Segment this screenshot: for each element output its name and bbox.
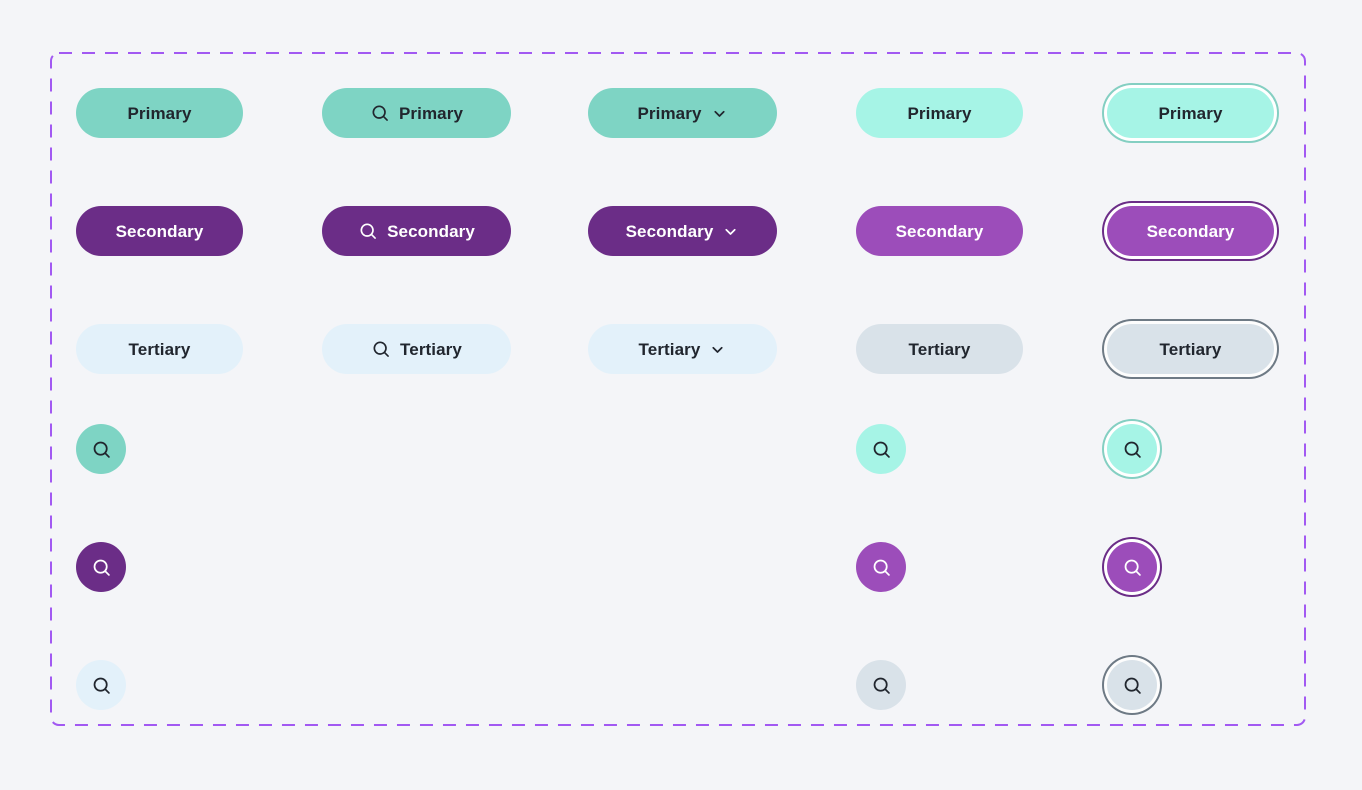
button-row-primary: Primary Primary Primary Primary bbox=[76, 88, 1306, 138]
primary-icon-button-hover[interactable] bbox=[856, 424, 906, 474]
button-label: Primary bbox=[398, 103, 464, 123]
search-icon bbox=[91, 439, 112, 460]
primary-button-with-icon[interactable]: Primary bbox=[322, 88, 511, 138]
chevron-down-icon bbox=[722, 223, 739, 240]
search-icon bbox=[1122, 439, 1143, 460]
button-label: Primary bbox=[127, 103, 192, 123]
secondary-icon-button-hover[interactable] bbox=[856, 542, 906, 592]
primary-button-default[interactable]: Primary bbox=[76, 88, 243, 138]
button-label: Secondary bbox=[895, 221, 984, 241]
button-label: Tertiary bbox=[638, 339, 701, 359]
icon-button-row-tertiary bbox=[76, 660, 1306, 710]
icon-button-row-primary bbox=[76, 424, 1306, 474]
secondary-button-hover[interactable]: Secondary bbox=[856, 206, 1023, 256]
tertiary-button-focus[interactable]: Tertiary bbox=[1107, 324, 1274, 374]
button-label: Secondary bbox=[1146, 221, 1235, 241]
secondary-button-default[interactable]: Secondary bbox=[76, 206, 243, 256]
button-label: Tertiary bbox=[1159, 339, 1222, 359]
button-row-tertiary: Tertiary Tertiary Tertiary Tertiary bbox=[76, 324, 1306, 374]
search-icon bbox=[371, 339, 391, 359]
tertiary-button-with-icon[interactable]: Tertiary bbox=[322, 324, 511, 374]
primary-button-focus[interactable]: Primary bbox=[1107, 88, 1274, 138]
secondary-icon-button-focus[interactable] bbox=[1107, 542, 1157, 592]
button-showcase-frame: Primary Primary Primary Primary bbox=[50, 52, 1306, 726]
primary-button-hover[interactable]: Primary bbox=[856, 88, 1023, 138]
button-label: Primary bbox=[907, 103, 972, 123]
button-label: Primary bbox=[1158, 103, 1223, 123]
button-label: Secondary bbox=[625, 221, 714, 241]
search-icon bbox=[91, 675, 112, 696]
tertiary-button-default[interactable]: Tertiary bbox=[76, 324, 243, 374]
button-label: Tertiary bbox=[128, 339, 191, 359]
secondary-button-with-icon[interactable]: Secondary bbox=[322, 206, 511, 256]
secondary-button-focus[interactable]: Secondary bbox=[1107, 206, 1274, 256]
button-label: Primary bbox=[637, 103, 702, 123]
search-icon bbox=[370, 103, 390, 123]
button-label: Secondary bbox=[387, 221, 475, 241]
button-label: Secondary bbox=[115, 221, 204, 241]
tertiary-icon-button-focus[interactable] bbox=[1107, 660, 1157, 710]
chevron-down-icon bbox=[709, 341, 726, 358]
icon-button-row-secondary bbox=[76, 542, 1306, 592]
primary-icon-button-default[interactable] bbox=[76, 424, 126, 474]
search-icon bbox=[1122, 557, 1143, 578]
chevron-down-icon bbox=[711, 105, 728, 122]
secondary-icon-button-default[interactable] bbox=[76, 542, 126, 592]
search-icon bbox=[358, 221, 378, 241]
button-label: Tertiary bbox=[400, 339, 462, 359]
search-icon bbox=[1122, 675, 1143, 696]
button-row-secondary: Secondary Secondary Secondary Secondary bbox=[76, 206, 1306, 256]
dashed-frame-border bbox=[50, 52, 1306, 726]
search-icon bbox=[871, 439, 892, 460]
tertiary-icon-button-hover[interactable] bbox=[856, 660, 906, 710]
primary-button-dropdown[interactable]: Primary bbox=[588, 88, 777, 138]
primary-icon-button-focus[interactable] bbox=[1107, 424, 1157, 474]
search-icon bbox=[91, 557, 112, 578]
tertiary-button-dropdown[interactable]: Tertiary bbox=[588, 324, 777, 374]
tertiary-button-hover[interactable]: Tertiary bbox=[856, 324, 1023, 374]
button-label: Tertiary bbox=[908, 339, 971, 359]
secondary-button-dropdown[interactable]: Secondary bbox=[588, 206, 777, 256]
search-icon bbox=[871, 557, 892, 578]
search-icon bbox=[871, 675, 892, 696]
tertiary-icon-button-default[interactable] bbox=[76, 660, 126, 710]
